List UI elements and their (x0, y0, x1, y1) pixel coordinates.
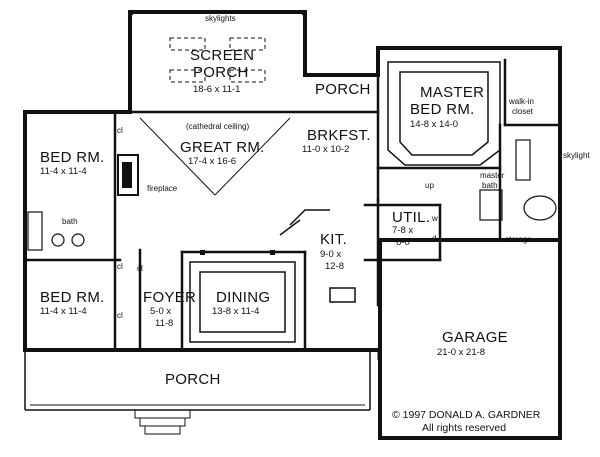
master-name-1: MASTER (420, 84, 485, 101)
kitchen-dims-2: 12-8 (325, 261, 345, 272)
skylights (169, 37, 266, 83)
master-bath-note-1: master (480, 171, 505, 180)
dining-dims: 13-8 x 11-4 (212, 306, 260, 317)
closet-note-2: cl (117, 262, 123, 271)
bedroom-2-dims: 11-4 x 11-4 (40, 306, 87, 317)
skylight-note: skylight (563, 151, 590, 160)
foyer-dims-2: 11-8 (155, 318, 174, 329)
foyer-dims-1: 5-0 x (150, 306, 172, 317)
master-tray-ceiling (387, 61, 501, 166)
master-bath-note-2: bath (482, 181, 498, 190)
walkin-note-1: walk-in (509, 97, 534, 106)
skylights-note: skylights (205, 14, 236, 23)
bedroom-1-dims: 11-4 x 11-4 (40, 166, 87, 177)
bedroom-1-name: BED RM. (40, 149, 105, 166)
exterior-walls (23, 10, 562, 440)
great-room-name: GREAT RM. (180, 139, 265, 156)
util-name: UTIL. (392, 209, 431, 226)
closet-note-3: cl (117, 311, 123, 320)
interior-walls (23, 58, 562, 352)
dryer-note: d (432, 234, 437, 243)
screen-porch-name-2: PORCH (193, 64, 249, 81)
cathedral-note: (cathedral ceiling) (186, 122, 250, 131)
foyer-name: FOYER (143, 289, 197, 306)
bath-note: bath (62, 217, 78, 226)
copyright-line-2: All rights reserved (422, 422, 507, 434)
screen-porch-name-1: SCREEN (190, 47, 255, 64)
rear-porch-name: PORCH (315, 81, 371, 98)
kitchen-dims-1: 9-0 x (320, 249, 342, 260)
brkfst-dims: 11-0 x 10-2 (302, 144, 350, 155)
screen-porch-dims: 18-6 x 11-1 (193, 84, 241, 95)
kitchen-counter (279, 209, 356, 303)
brkfst-name: BRKFST. (307, 127, 371, 144)
garage-name: GARAGE (442, 329, 508, 346)
bedroom-2-name: BED RM. (40, 289, 105, 306)
master-dims: 14-8 x 14-0 (410, 119, 459, 130)
fireplace-note: fireplace (147, 184, 178, 193)
great-room-dims: 17-4 x 16-6 (188, 156, 237, 167)
front-porch-name: PORCH (165, 371, 221, 388)
walkin-note-2: closet (512, 107, 533, 116)
kitchen-name: KIT. (320, 231, 348, 248)
posts (128, 10, 307, 255)
front-porch (24, 350, 371, 435)
stairs-up-note: up (425, 181, 434, 190)
storage-note: storage (505, 235, 532, 244)
garage-dims: 21-0 x 21-8 (437, 347, 486, 358)
util-dims-2: 6-0 (396, 237, 410, 248)
dining-tray-ceiling (189, 261, 296, 343)
closet-note-1: cl (117, 126, 123, 135)
copyright-line-1: © 1997 DONALD A. GARDNER (392, 409, 541, 421)
util-dims-1: 7-8 x (392, 225, 414, 236)
cathedral-lines (139, 117, 291, 196)
bath-fixtures (27, 139, 557, 251)
dining-name: DINING (216, 289, 271, 306)
closet-note-4: cl (137, 264, 143, 273)
master-name-2: BED RM. (410, 101, 475, 118)
washer-note: w (432, 214, 438, 223)
fireplace-symbol (117, 154, 139, 196)
